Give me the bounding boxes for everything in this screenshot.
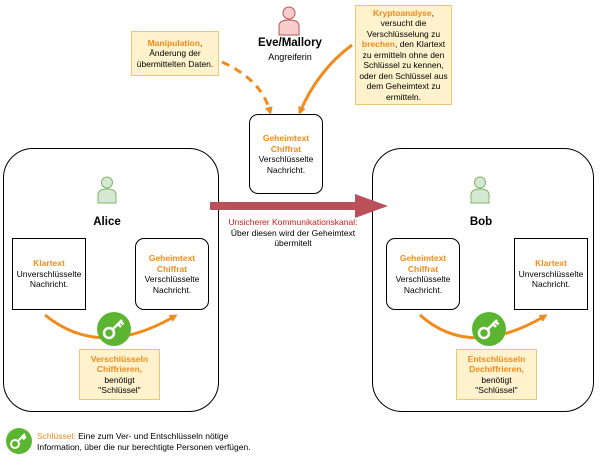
- alice-plain-text: Unverschlüsselte Nachricht.: [16, 268, 82, 290]
- alice-action-line2: Chiffrieren,: [96, 364, 143, 374]
- bob-plaintext-box: Klartext Unverschlüsselte Nachricht.: [514, 238, 588, 310]
- manipulation-note: Manipulation, Änderung der übermittelten…: [131, 31, 219, 76]
- bob-cipher-line1: Geheimtext: [399, 253, 447, 263]
- alice-action-text2: "Schlüssel": [98, 385, 141, 395]
- kryptoanalyse-arrow: [298, 43, 353, 115]
- alice-cipher-line1: Geheimtext: [148, 253, 196, 263]
- intercepted-line2: Chiffrat: [270, 143, 302, 154]
- bob-action-note: Entschlüsseln Dechiffrieren, benötigt "S…: [456, 349, 537, 400]
- alice-action-text1: benötigt: [104, 374, 135, 385]
- bob-cipher-box: Geheimtext Chiffrat Verschlüsselte Nachr…: [386, 238, 460, 310]
- bob-key-icon: [472, 312, 506, 346]
- channel-arrowhead: [355, 194, 388, 218]
- kryptoanalyse-title: Kryptoanalyse: [373, 7, 432, 18]
- intercepted-line1: Geheimtext: [262, 133, 310, 143]
- channel-label: Unsicherer Kommunikationskanal: Über die…: [218, 217, 368, 249]
- eve-person-icon: [278, 6, 300, 36]
- bob-cipher-text: Verschlüsselte Nachricht.: [395, 274, 451, 295]
- alice-name: Alice: [93, 216, 121, 228]
- channel-text: Über diesen wird der Geheimtext übermite…: [230, 227, 356, 249]
- alice-plain-title: Klartext: [33, 258, 65, 269]
- kryptoanalyse-highlight: brechen: [361, 39, 395, 50]
- channel-title: Unsicherer Kommunikationskanal:: [228, 217, 358, 227]
- alice-cipher-box: Geheimtext Chiffrat Verschlüsselte Nachr…: [135, 238, 209, 310]
- legend-key-icon: [6, 428, 32, 454]
- manipulation-text: Änderung der übermittelten Daten.: [136, 48, 214, 69]
- kryptoanalyse-post: den Klartext zu ermitteln ohne den Schlü…: [359, 39, 448, 102]
- bob-plain-title: Klartext: [535, 258, 567, 269]
- bob-action-line2: Dechiffrieren,: [469, 364, 524, 374]
- legend-text-block: Schlüssel: Eine zum Ver- und Entschlüsse…: [37, 431, 252, 452]
- alice-key-icon: [97, 312, 131, 346]
- bob-cipher-line2: Chiffrat: [407, 263, 439, 274]
- bob-action-text1: benötigt: [481, 374, 512, 385]
- alice-action-note: Verschlüsseln Chiffrieren, benötigt "Sch…: [79, 349, 160, 400]
- alice-action-line1: Verschlüsseln: [90, 353, 149, 364]
- alice-plaintext-box: Klartext Unverschlüsselte Nachricht.: [12, 238, 86, 310]
- bob-action-line1: Entschlüsseln: [467, 353, 526, 364]
- eve-name: Eve/Mallory: [258, 37, 322, 49]
- intercepted-text: Verschlüsselte Nachricht.: [258, 154, 314, 175]
- bob-name: Bob: [469, 216, 493, 228]
- kryptoanalyse-note: Kryptoanalyse, versucht die Verschlüssel…: [355, 5, 452, 105]
- alice-cipher-text: Verschlüsselte Nachricht.: [144, 274, 200, 295]
- alice-cipher-line2: Chiffrat: [156, 263, 188, 274]
- kryptoanalyse-pre: versucht die Verschlüsselung zu: [366, 18, 441, 39]
- manipulation-title: Manipulation: [147, 37, 201, 48]
- bob-person-icon: [470, 176, 490, 204]
- bob-action-text2: "Schlüssel": [475, 385, 518, 395]
- legend-text: Eine zum Ver- und Entschlüsseln nötige I…: [37, 431, 251, 452]
- legend-title: Schlüssel:: [37, 431, 76, 441]
- bob-plain-text: Unverschlüsselte Nachricht.: [518, 268, 584, 290]
- manipulation-arrow: [221, 60, 273, 115]
- intercepted-cipher-box: Geheimtext Chiffrat Verschlüsselte Nachr…: [249, 114, 323, 194]
- alice-person-icon: [97, 176, 117, 204]
- eve-role: Angreiferin: [268, 52, 312, 62]
